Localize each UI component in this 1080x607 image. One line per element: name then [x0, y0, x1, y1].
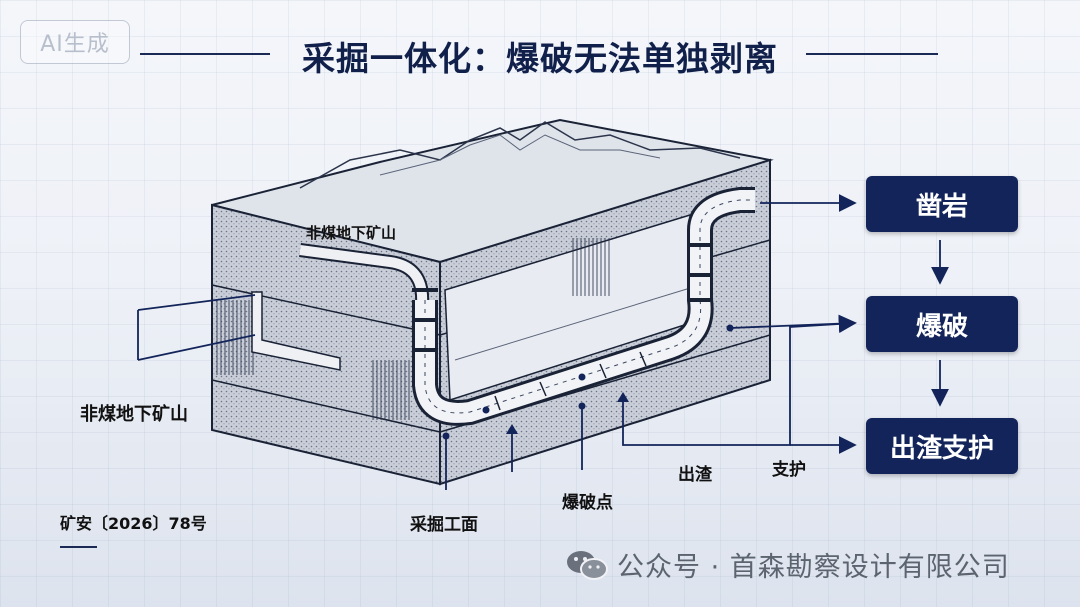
page-title: 采掘一体化：爆破无法单独剥离	[302, 39, 778, 78]
left-shaft	[251, 291, 341, 371]
mountain-ridge	[299, 121, 741, 189]
label-blast-point: 爆破点	[562, 493, 613, 513]
step-drilling: 凿岩	[866, 176, 1018, 232]
step-blasting: 爆破	[866, 296, 1018, 352]
floor-ribs	[494, 351, 647, 411]
title-rule-right	[806, 53, 938, 55]
strata-front	[211, 284, 441, 433]
title-bar: 采掘一体化：爆破无法单独剥离	[0, 28, 1080, 78]
mountain-shading	[379, 134, 661, 176]
hatched-wall-left	[214, 300, 254, 375]
hatched-wall-mid	[372, 360, 410, 420]
label-workface: 采掘工面	[410, 515, 478, 535]
chamber-floor	[454, 284, 701, 361]
label-muck: 出渣	[678, 465, 712, 485]
ai-generated-badge: AI生成	[20, 20, 130, 64]
footer-text: 公众号 · 首森勘察设计有限公司	[617, 552, 1010, 583]
blast-arrowhead	[617, 392, 629, 402]
title-rule-left	[140, 53, 270, 55]
document-underline	[60, 546, 97, 548]
footer-attribution: 公众号 · 首森勘察设计有限公司	[565, 545, 1010, 584]
tunnel-ribs	[412, 243, 712, 352]
label-support: 支护	[772, 460, 806, 480]
document-number: 矿安〔2026〕78号	[60, 514, 207, 533]
leader-lines	[137, 194, 949, 490]
label-top-mine: 非煤地下矿山	[306, 224, 397, 242]
step-muck-support: 出渣支护	[866, 418, 1018, 474]
label-left-mine: 非煤地下矿山	[80, 404, 188, 425]
workface-arrowhead	[506, 424, 518, 434]
leader-dots	[442, 324, 734, 440]
hatched-wall-back	[570, 238, 610, 296]
wechat-icon	[567, 550, 608, 580]
